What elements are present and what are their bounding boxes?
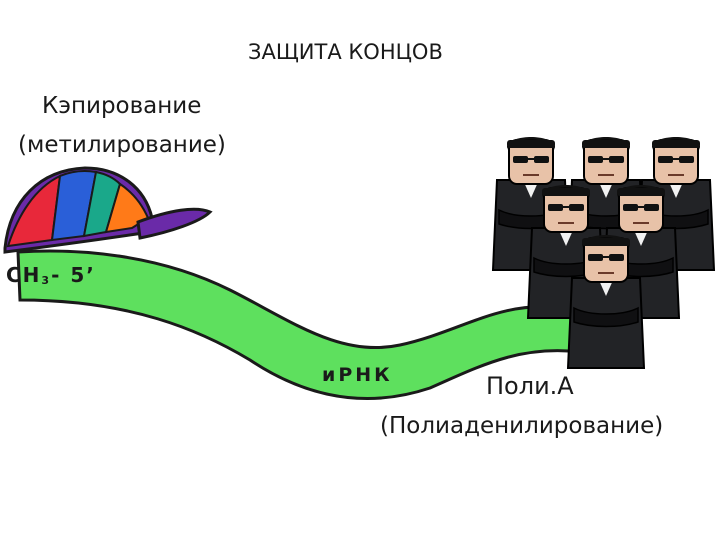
mrna-label: иРНК [322,364,393,386]
formula-sub: 3 [41,274,52,287]
polya-label-line1: Поли.А [486,372,574,400]
guard-group [491,137,716,369]
page-title: ЗАЩИТА КОНЦОВ [248,40,443,64]
formula-rest: - 5’ [51,263,96,287]
five-prime-formula: CH3- 5’ [6,263,96,287]
formula-ch: CH [6,263,42,287]
polya-label-line2: (Полиаденилирование) [380,413,664,439]
cap-label-line2: (метилирование) [18,132,226,158]
cap-icon [3,166,213,254]
cap-label-line1: Кэпирование [42,93,202,119]
guard-icon [566,235,646,369]
